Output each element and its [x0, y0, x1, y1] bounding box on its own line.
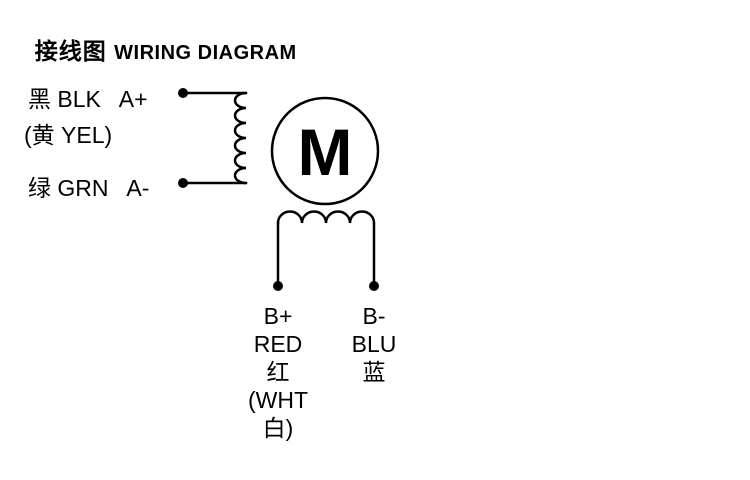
diagram-title-latin: WIRING DIAGRAM — [114, 42, 297, 64]
label-phase-a-minus: 绿 GRN A- — [28, 175, 150, 201]
label-phase-a-alt-color: (黄 YEL) — [24, 122, 113, 148]
label-b-minus-terminal: B- — [362, 303, 386, 329]
motor-circle — [270, 96, 380, 206]
motor-symbol: M — [298, 115, 353, 189]
diagram-title: 接线图 WIRING DIAGRAM — [17, 14, 297, 84]
label-b-plus-color-en: RED — [253, 331, 303, 357]
terminal-b-plus-dot — [273, 281, 283, 291]
label-phase-a-plus: 黑 BLK A+ — [28, 86, 148, 112]
label-b-plus-terminal: B+ — [263, 303, 293, 329]
diagram-title-cjk: 接线图 — [34, 38, 115, 64]
label-b-plus-color-cjk: 红 — [266, 359, 290, 385]
terminal-b-minus-dot — [369, 281, 379, 291]
coil-phase-a — [233, 91, 248, 185]
label-phase-b-minus-stack: B- BLU 蓝 — [316, 302, 432, 386]
label-b-plus-alt-color-cjk: 白) — [262, 415, 294, 441]
label-b-minus-color-en: BLU — [351, 331, 397, 357]
label-phase-b-plus-stack: B+ RED 红 (WHT 白) — [218, 302, 338, 442]
label-b-minus-color-cjk: 蓝 — [362, 359, 386, 385]
coil-phase-b — [276, 210, 376, 225]
label-b-plus-alt-color-en: (WHT — [247, 387, 309, 413]
terminal-a-minus-dot — [178, 178, 188, 188]
